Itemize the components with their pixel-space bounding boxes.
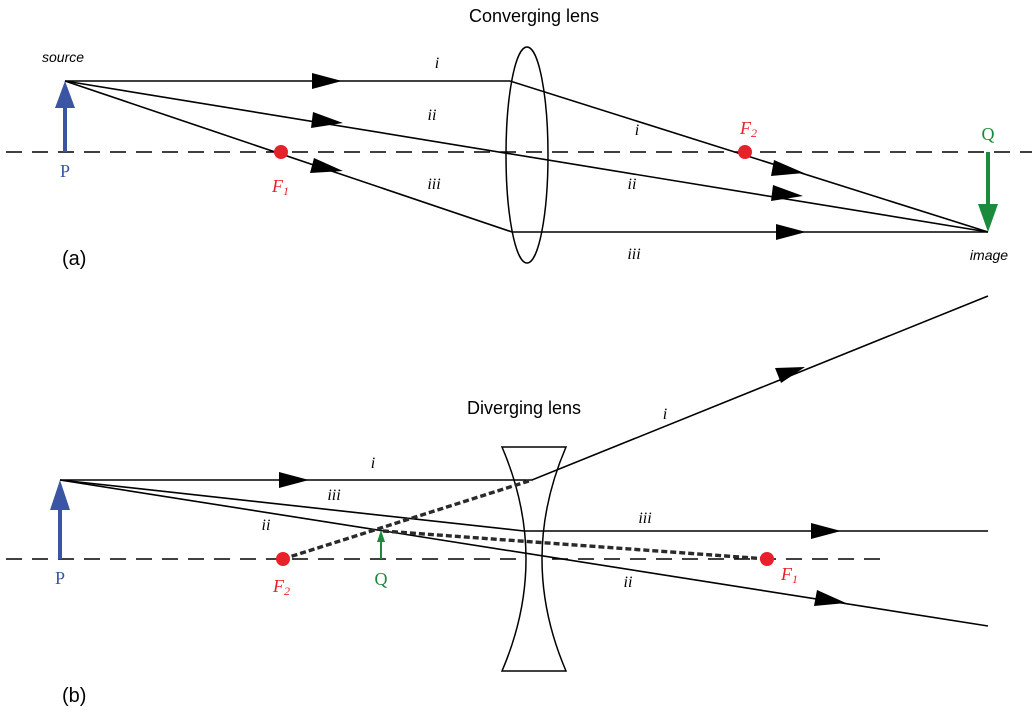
ray-arrowhead bbox=[776, 224, 806, 240]
image-point-label-q-a: Q bbox=[982, 124, 995, 144]
focal-label-f1-b: F1 bbox=[780, 564, 798, 586]
ray-label-ii-a2: ii bbox=[628, 176, 637, 193]
focal-label-f2-a: F2 bbox=[739, 118, 757, 140]
object-label-p-a: P bbox=[60, 161, 70, 181]
ray-i-a bbox=[65, 80, 989, 233]
ray-label-ii-a1: ii bbox=[428, 107, 437, 124]
ray-label-i-a1: i bbox=[435, 55, 439, 72]
ray-arrowhead bbox=[775, 367, 805, 383]
diverging-lens bbox=[500, 446, 568, 672]
object-label-p-b: P bbox=[55, 568, 65, 588]
converging-lens bbox=[505, 46, 549, 264]
ray-label-ii-b2: ii bbox=[624, 574, 633, 591]
panel-b: Diverging lens P Q F2 F bbox=[6, 295, 989, 707]
ray-arrowhead bbox=[310, 158, 343, 173]
focal-point-f1-a bbox=[274, 145, 288, 159]
ray-arrowhead bbox=[811, 523, 841, 539]
focal-point-f2-a bbox=[738, 145, 752, 159]
ray-label-i-b1: i bbox=[371, 455, 375, 472]
focal-label-f1-a: F1 bbox=[271, 176, 289, 198]
ray-arrowhead bbox=[311, 112, 343, 128]
focal-point-f2-b bbox=[276, 552, 290, 566]
ray-arrowhead bbox=[771, 185, 803, 201]
object-arrow-p-b bbox=[50, 480, 70, 559]
panel-b-tag: (b) bbox=[62, 685, 86, 707]
panel-a-tag: (a) bbox=[62, 248, 86, 270]
ray-label-iii-a2: iii bbox=[627, 246, 640, 263]
virtual-ray-i-extension bbox=[282, 478, 533, 561]
focal-point-f1-b bbox=[760, 552, 774, 566]
ray-label-iii-b1: iii bbox=[327, 487, 340, 504]
image-label: image bbox=[970, 247, 1008, 263]
ray-iii-a bbox=[64, 80, 988, 233]
source-label: source bbox=[42, 49, 84, 65]
ray-label-iii-a1: iii bbox=[427, 176, 440, 193]
ray-arrowhead bbox=[312, 73, 342, 89]
ray-ii-a bbox=[64, 80, 989, 233]
panel-b-title: Diverging lens bbox=[467, 398, 581, 418]
ray-label-iii-b2: iii bbox=[638, 510, 651, 527]
image-point-label-q-b: Q bbox=[375, 569, 388, 589]
ray-arrowhead bbox=[814, 590, 846, 606]
ray-label-i-a2: i bbox=[635, 122, 639, 139]
object-arrow-p-a bbox=[55, 81, 75, 152]
image-arrow-q-a bbox=[978, 152, 998, 232]
ray-arrowhead bbox=[279, 472, 309, 488]
image-arrow-q-b bbox=[377, 530, 385, 559]
virtual-ray-iii-extension bbox=[382, 529, 768, 561]
panel-a-title: Converging lens bbox=[469, 6, 599, 26]
panel-a: Converging lens source P Q image bbox=[6, 6, 1032, 270]
ray-label-i-b2: i bbox=[663, 406, 667, 423]
ray-label-ii-b1: ii bbox=[262, 517, 271, 534]
ray-arrowhead bbox=[771, 160, 804, 176]
focal-label-f2-b: F2 bbox=[272, 576, 290, 598]
